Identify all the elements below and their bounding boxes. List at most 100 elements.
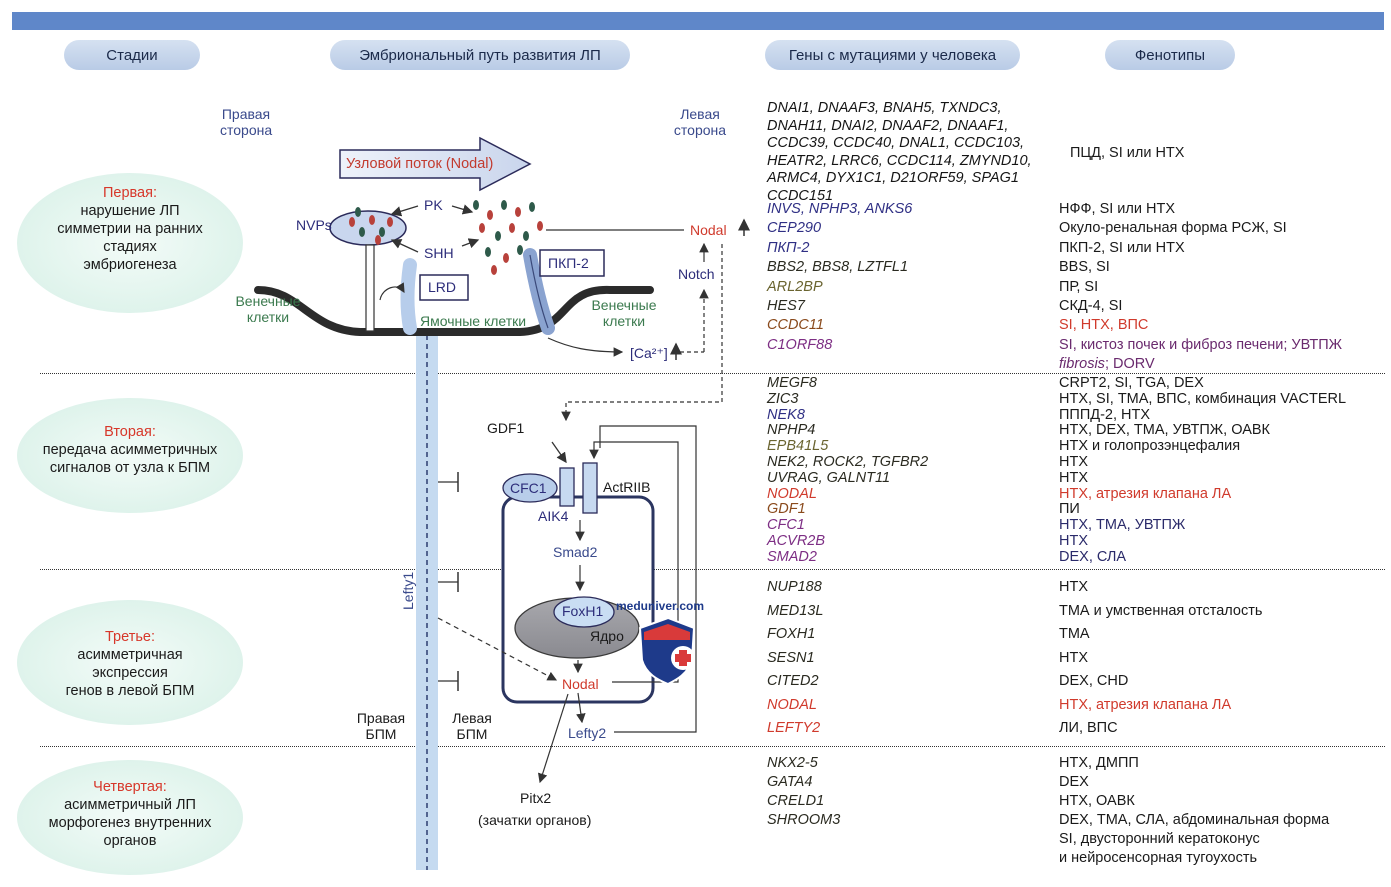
stage-2-line: передача асимметричных [42,442,218,458]
shh-label: SHH [424,245,454,261]
stage-1-text: Первая: нарушение ЛП симметрии на ранних… [17,184,243,274]
node-surface [254,285,654,336]
phenotype: DEX [1059,774,1089,790]
phenotype: ПКП-2, SI или НТХ [1059,240,1185,256]
right-side-label: Правая сторона [220,106,272,138]
left-lpm-line: БПМ [456,726,488,742]
aik4-receptor [559,467,575,507]
lefty1-bar [416,335,438,870]
nodal-flow-arrow [339,136,532,192]
gene-name: CRELD1 [767,793,825,809]
stage-1-line: стадиях [103,239,157,255]
gene-name: FOXH1 [767,626,816,642]
phenotype: ПППД-2, НТХ [1059,407,1151,423]
gene-name: HES7 [767,298,805,314]
crown-cells-right: Венечные клетки [582,297,666,329]
gene-cluster-line: ARMC4, DYX1C1, D21ORF59, SPAG1 [767,170,1019,186]
gene-name: CCDC11 [767,317,824,333]
crown-cells-line: Венечные [235,293,301,309]
lefty1-inhibition [438,472,459,691]
cilium-stalk [365,244,375,332]
phenotype: НТХ [1059,579,1088,595]
cilium-lrd [400,258,417,335]
gene-name: CITED2 [767,673,819,689]
gene-name: ПКП-2 [767,240,810,256]
foxh1-label: FoxH1 [562,603,604,619]
phenotype: BBS, SI [1059,259,1110,275]
aik4-label: AIK4 [538,508,569,524]
phenotype: DEX, CHD [1059,673,1129,689]
header-genes: Гены с мутациями у человека [765,40,1020,70]
left-side-line: сторона [673,122,727,138]
gene-name: NEK8 [767,407,805,423]
phenotype-italic: fibrosis [1059,356,1105,372]
stage-2-label: Вторая: [104,424,156,440]
notch-label: Notch [678,266,715,282]
phenotype: DEX, СЛА [1059,549,1127,565]
right-lpm-line: БПМ [365,726,397,742]
nvps-particles [349,207,393,245]
gene-name: NEK2, ROCK2, TGFBR2 [767,454,929,470]
phenotype: НТХ [1059,533,1088,549]
phenotype: fibrosis; DORV [1059,356,1155,372]
phenotype: НТХ [1059,650,1088,666]
stage-4-text: Четвертая: асимметричный ЛП морфогенез в… [17,778,243,850]
pk-label: PK [424,197,443,213]
lefty1-label: Lefty1 [400,571,416,610]
stage-3-line: экспрессия [92,665,168,681]
pkp2-label: ПКП-2 [548,255,589,271]
stage-2-text: Вторая: передача асимметричных сигналов … [17,423,243,477]
gene-name: MEGF8 [767,375,817,391]
phenotype: СКД-4, SI [1059,298,1123,314]
nucleus-label: Ядро [590,628,624,644]
organ-primordia-label: (зачатки органов) [478,812,592,828]
stage-4-line: органов [103,833,157,849]
phenotype: SI, двусторонний кератоконус [1059,831,1260,847]
crown-cells-line: клетки [246,309,290,325]
gene-name: ZIC3 [767,391,799,407]
gene-name: INVS, NPHP3, ANKS6 [767,201,913,217]
watermark-shield-icon [638,616,696,686]
header-stages: Стадии [64,40,200,70]
nodal-flow-label: Узловой поток (Nodal) [346,156,494,172]
gene-name: NODAL [767,486,817,502]
phenotype: SI, кистоз почек и фиброз печени; УВТПЖ [1059,337,1342,353]
right-side-line: Правая [221,106,271,122]
phenotype: DEX, ТМА, СЛА, абдоминальная форма [1059,812,1330,828]
phenotype: НТХ, атрезия клапана ЛА [1059,486,1232,502]
cfc1-label: CFC1 [510,480,547,496]
gene-cluster-line: HEATR2, LRRC6, CCDC114, ZMYND10, [767,152,1032,169]
phenotype: НТХ [1059,454,1088,470]
smad2-label: Smad2 [553,544,598,560]
stage-bubble-4 [17,760,243,875]
gene-cluster-line: CCDC151 [767,187,834,204]
right-lpm-line: Правая [356,710,406,726]
phenotype: и нейросенсорная тугоухость [1059,850,1258,866]
phenotype: НФФ, SI или НТХ [1059,201,1175,217]
gene-name: CEP290 [767,220,822,236]
stage-separator [40,569,1385,570]
actriib-receptor [582,462,598,514]
stage-1-label: Первая: [102,185,158,201]
stage-4-label: Четвертая: [93,779,167,795]
gene-cluster-line: CCDC39, CCDC40, DNAL1, CCDC103, [767,135,1025,151]
lrd-label: LRD [428,279,457,295]
pit-cells-label: Ямочные клетки [420,313,527,329]
phenotype: ТМА [1059,626,1090,642]
left-side-line: Левая [680,106,720,122]
watermark-text: meduniver.com [616,599,705,613]
right-side-line: сторона [220,122,273,138]
pitx2-label: Pitx2 [520,790,552,806]
phenotype: ПР, SI [1059,279,1099,295]
left-side-label: Левая сторона [668,106,732,138]
nvps-label: NVPs [296,217,332,233]
phenotype: ЛИ, ВПС [1059,720,1118,736]
stage-2-line: сигналов от узла к БПМ [49,460,211,476]
calcium-label: [Ca²⁺] [630,345,668,361]
gene-name: ACVR2B [767,533,826,549]
gene-name: LEFTY2 [767,720,821,736]
phenotype: НТХ, ОАВК [1059,793,1135,809]
phenotype: НТХ, атрезия клапана ЛА [1059,697,1232,713]
